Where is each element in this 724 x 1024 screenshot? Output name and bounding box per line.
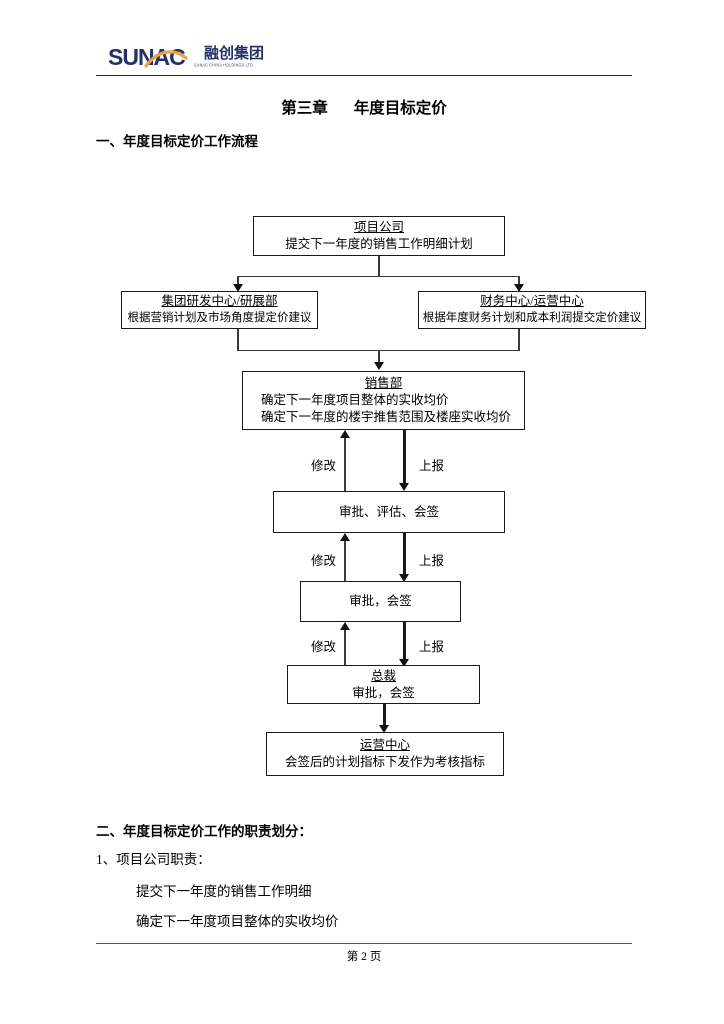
connector-rnd-down <box>237 329 239 351</box>
sunac-logo: SUNAC 融创集团 SUNAC CHINA HOLDINGS LTD. <box>108 45 264 69</box>
label-revise-2: 修改 <box>311 554 337 568</box>
section-heading-2: 二、年度目标定价工作的职责划分： <box>96 824 312 839</box>
label-revise-1: 修改 <box>311 459 337 473</box>
flow-box-approval-cosign: 审批，会签 <box>300 581 461 622</box>
header-divider <box>96 75 632 76</box>
flow-box-project-company: 项目公司 提交下一年度的销售工作明细计划 <box>253 216 505 256</box>
arrow-to-operations <box>379 725 389 733</box>
connector-report-1-line <box>403 430 406 484</box>
flow-box-president-title: 总裁 <box>370 668 396 683</box>
flow-box-approval-review-line1: 审批、评估、会签 <box>338 504 439 519</box>
flow-box-rnd-center-line1: 根据营销计划及市场角度提定价建议 <box>127 312 312 324</box>
chapter-number: 第三章 <box>281 100 328 117</box>
flow-box-sales-dept: 销售部 确定下一年度项目整体的实收均价 确定下一年度的楼宇推售范围及楼座实收均价 <box>242 371 525 430</box>
connector-split-bus <box>238 276 519 278</box>
logo-swoosh-icon <box>144 50 188 68</box>
arrow-revise-2 <box>340 533 350 541</box>
connector-project-down <box>378 256 380 277</box>
flow-box-approval-cosign-line1: 审批，会签 <box>349 594 412 608</box>
arrow-to-finance <box>514 284 524 292</box>
arrow-report-1 <box>399 483 409 491</box>
arrow-to-rnd <box>233 284 243 292</box>
flow-box-sales-dept-line1: 确定下一年度项目整体的实收均价 <box>261 393 449 407</box>
section2-item-1: 1、项目公司职责： <box>96 852 211 867</box>
section2-item-1-sub-1: 提交下一年度的销售工作明细 <box>136 884 312 899</box>
connector-finance-down <box>518 329 520 351</box>
logo-chinese-subtext: SUNAC CHINA HOLDINGS LTD. <box>194 63 255 68</box>
flow-box-operations-center-title: 运营中心 <box>359 738 410 752</box>
chapter-name: 年度目标定价 <box>353 100 447 117</box>
connector-report-2-line <box>403 533 406 575</box>
connector-president-down <box>383 704 386 726</box>
label-revise-3: 修改 <box>311 640 337 654</box>
flow-box-sales-dept-line2: 确定下一年度的楼宇推售范围及楼座实收均价 <box>261 410 512 424</box>
flow-box-rnd-center: 集团研发中心/研展部 根据营销计划及市场角度提定价建议 <box>121 291 318 329</box>
page-header: SUNAC 融创集团 SUNAC CHINA HOLDINGS LTD. <box>96 40 632 82</box>
footer-divider <box>96 943 632 944</box>
connector-split-right <box>518 276 520 286</box>
connector-revise-3-line <box>344 630 346 668</box>
logo-chinese-name: 融创集团 <box>204 45 265 62</box>
connector-split-left <box>237 276 239 286</box>
flow-box-finance-center-line1: 根据年度财务计划和成本利润提交定价建议 <box>422 312 642 324</box>
arrow-report-3 <box>399 659 409 667</box>
flow-box-sales-dept-title: 销售部 <box>364 376 403 390</box>
flow-box-rnd-center-title: 集团研发中心/研展部 <box>161 294 278 308</box>
arrow-revise-3 <box>340 622 350 630</box>
page-number: 第 2 页 <box>346 951 382 963</box>
label-report-3: 上报 <box>419 640 445 654</box>
flow-box-president: 总裁 审批，会签 <box>287 665 480 704</box>
connector-revise-1-line <box>344 438 346 492</box>
arrow-to-sales <box>374 362 384 370</box>
flow-box-project-company-title: 项目公司 <box>353 220 404 234</box>
arrow-revise-1 <box>340 430 350 438</box>
label-report-1: 上报 <box>419 459 445 473</box>
flow-box-operations-center: 运营中心 会签后的计划指标下发作为考核指标 <box>266 732 504 776</box>
flow-box-finance-center-title: 财务中心/运营中心 <box>480 294 584 308</box>
logo-mark: SUNAC <box>108 45 194 69</box>
label-report-2: 上报 <box>419 554 445 568</box>
flow-box-project-company-line1: 提交下一年度的销售工作明细计划 <box>285 237 473 251</box>
flow-box-president-line1: 审批，会签 <box>352 685 415 700</box>
flow-box-operations-center-line1: 会签后的计划指标下发作为考核指标 <box>284 755 485 769</box>
flow-box-finance-center: 财务中心/运营中心 根据年度财务计划和成本利润提交定价建议 <box>418 291 646 329</box>
connector-merge-down <box>378 350 380 364</box>
section-heading-1: 一、年度目标定价工作流程 <box>96 134 258 149</box>
flow-box-approval-review: 审批、评估、会签 <box>273 491 505 533</box>
connector-report-3-line <box>403 622 406 660</box>
page-title: 第三章 年度目标定价 <box>96 96 632 118</box>
section2-item-1-sub-2: 确定下一年度项目整体的实收均价 <box>136 914 339 929</box>
arrow-report-2 <box>399 574 409 582</box>
connector-revise-2-line <box>344 541 346 584</box>
